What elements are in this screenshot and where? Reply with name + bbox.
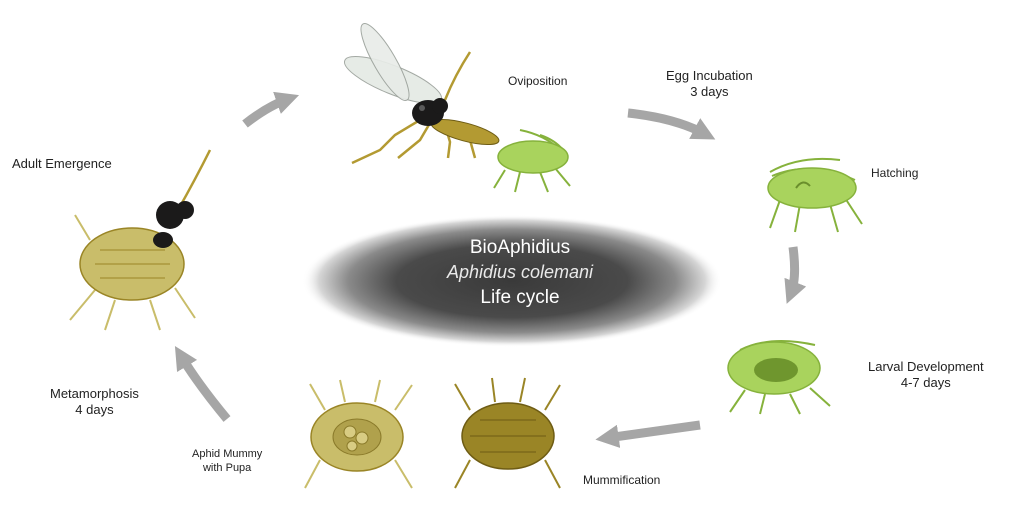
center-species: Aphidius colemani <box>446 262 594 282</box>
center-ellipse <box>302 215 722 347</box>
mummification-illustration <box>454 377 561 489</box>
cycle-arrows <box>174 91 807 448</box>
aphid-mummy-pupa-illustration <box>304 379 413 489</box>
label-mummification: Mummification <box>583 473 660 488</box>
metamorphosis-duration: 4 days <box>75 402 114 418</box>
label-larval-development: Larval Development 4-7 days <box>868 359 984 392</box>
label-aphid-mummy: Aphid Mummy with Pupa <box>192 448 262 476</box>
aphid-mummy-label-line2: with Pupa <box>202 461 252 474</box>
arrow-incubation-to-hatching <box>784 246 807 304</box>
label-oviposition: Oviposition <box>508 74 567 89</box>
adult-emergence-label-text: Adult Emergence <box>12 156 112 171</box>
label-hatching: Hatching <box>871 166 918 181</box>
egg-incubation-duration: 3 days <box>690 84 729 100</box>
arrow-emergence-to-oviposition <box>242 91 300 128</box>
center-subtitle: Life cycle <box>480 287 560 308</box>
label-egg-incubation: Egg Incubation 3 days <box>666 68 753 101</box>
mummification-label-text: Mummification <box>583 473 661 487</box>
larval-development-duration: 4-7 days <box>900 375 951 391</box>
oviposition-illustration <box>344 22 571 193</box>
hatching-label-text: Hatching <box>871 166 919 180</box>
adult-emergence-illustration <box>69 149 212 331</box>
arrow-oviposition-to-incubation <box>627 108 716 140</box>
larval-development-label-text: Larval Development <box>868 359 984 374</box>
center-title-block: BioAphidius Aphidius colemani Life cycle <box>370 236 670 310</box>
metamorphosis-label-text: Metamorphosis <box>50 386 139 401</box>
label-metamorphosis: Metamorphosis 4 days <box>50 386 139 419</box>
label-adult-emergence: Adult Emergence <box>12 156 112 172</box>
hatching-illustration <box>767 157 863 233</box>
center-title: BioAphidius <box>469 237 571 258</box>
aphid-mummy-label-line1: Aphid Mummy <box>192 448 263 460</box>
larval-development-illustration <box>727 340 831 415</box>
arrow-pupa-to-metamorphosis <box>174 345 231 422</box>
egg-incubation-label-text: Egg Incubation <box>666 68 753 83</box>
arrow-larval-to-mummification <box>595 420 701 448</box>
oviposition-label-text: Oviposition <box>508 74 568 88</box>
